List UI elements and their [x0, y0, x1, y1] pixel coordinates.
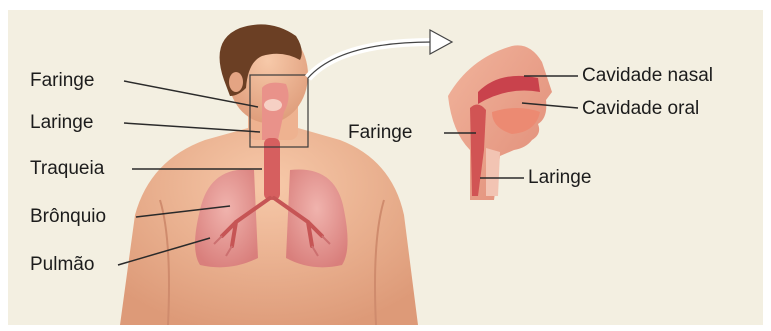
label-cavidade-nasal: Cavidade nasal [582, 65, 713, 87]
label-faringe-left: Faringe [30, 70, 94, 92]
label-faringe-right: Faringe [348, 122, 412, 144]
label-laringe-right: Laringe [528, 167, 591, 189]
label-cavidade-oral: Cavidade oral [582, 98, 699, 120]
label-bronquio: Brônquio [30, 206, 106, 228]
oral-area [264, 99, 282, 111]
ear [229, 72, 243, 92]
label-traqueia: Traqueia [30, 158, 104, 180]
zoom-arrow [308, 30, 452, 78]
leader-laringe-left [124, 123, 260, 132]
larynx-section [486, 148, 500, 196]
label-laringe-left: Laringe [30, 112, 93, 134]
arrow-head [430, 30, 452, 54]
label-pulmao: Pulmão [30, 254, 94, 276]
